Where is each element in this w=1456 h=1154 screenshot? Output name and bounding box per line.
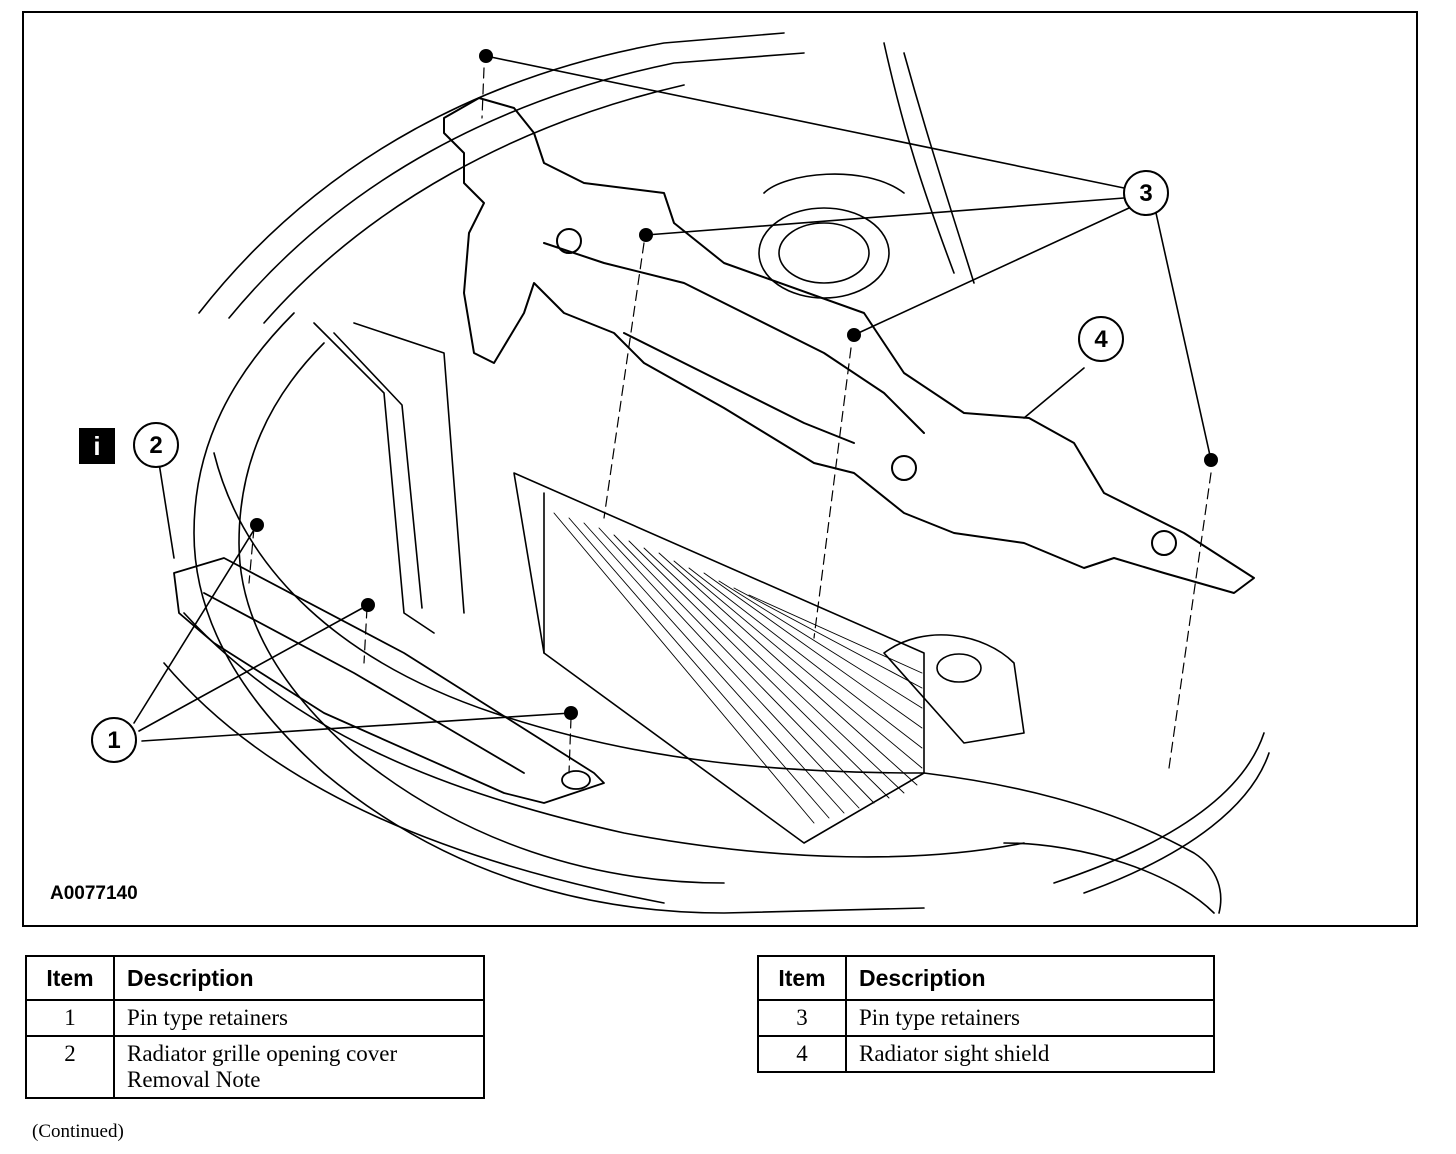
- drawing: 3 4 2 1: [91, 32, 1270, 914]
- leader-lines: [133, 55, 1212, 742]
- hood-outline: [198, 32, 1270, 894]
- legend-header-row: Item Description: [25, 955, 485, 1001]
- item-description: Pin type retainers: [845, 999, 1215, 1037]
- item-description: Radiator grille opening cover Removal No…: [113, 1035, 485, 1099]
- strut-tower: [758, 173, 1025, 744]
- table-row: 1 Pin type retainers: [25, 999, 485, 1037]
- callout-circles: [91, 170, 1169, 763]
- legend-table-right: Item Description 3 Pin type retainers 4 …: [757, 955, 1215, 1073]
- header-description: Description: [113, 955, 485, 1001]
- item-number: 4: [757, 1035, 847, 1073]
- callout-1: 1: [107, 727, 120, 754]
- table-row: 2 Radiator grille opening cover Removal …: [25, 1035, 485, 1099]
- item-number: 2: [25, 1035, 115, 1099]
- pin-retainers: [250, 49, 1218, 720]
- item-description: Pin type retainers: [113, 999, 485, 1037]
- callout-4: 4: [1094, 326, 1108, 353]
- bumper-fascia: [163, 312, 1222, 914]
- header-item: Item: [757, 955, 847, 1001]
- figure-id: A0077140: [50, 883, 138, 904]
- radiator-sight-shield: [443, 97, 1255, 594]
- information-icon: i: [79, 428, 115, 464]
- table-row: 3 Pin type retainers: [757, 999, 1215, 1037]
- item-number: 1: [25, 999, 115, 1037]
- legend-header-row: Item Description: [757, 955, 1215, 1001]
- grille-opening-cover: [173, 557, 605, 804]
- header-description: Description: [845, 955, 1215, 1001]
- fastener-guide-lines: [248, 67, 1212, 774]
- item-number: 3: [757, 999, 847, 1037]
- callout-2: 2: [149, 432, 162, 459]
- table-row: 4 Radiator sight shield: [757, 1035, 1215, 1073]
- callout-3: 3: [1139, 180, 1152, 207]
- legend-table-left: Item Description 1 Pin type retainers 2 …: [25, 955, 485, 1099]
- exploded-diagram: 3 4 2 1 i A0077140: [22, 11, 1418, 927]
- header-item: Item: [25, 955, 115, 1001]
- item-description: Radiator sight shield: [845, 1035, 1215, 1073]
- headlamp: [313, 322, 465, 634]
- continued-note: (Continued): [32, 1121, 124, 1142]
- radiator-core: [513, 472, 925, 844]
- removal-note-link[interactable]: Removal Note: [127, 1067, 261, 1092]
